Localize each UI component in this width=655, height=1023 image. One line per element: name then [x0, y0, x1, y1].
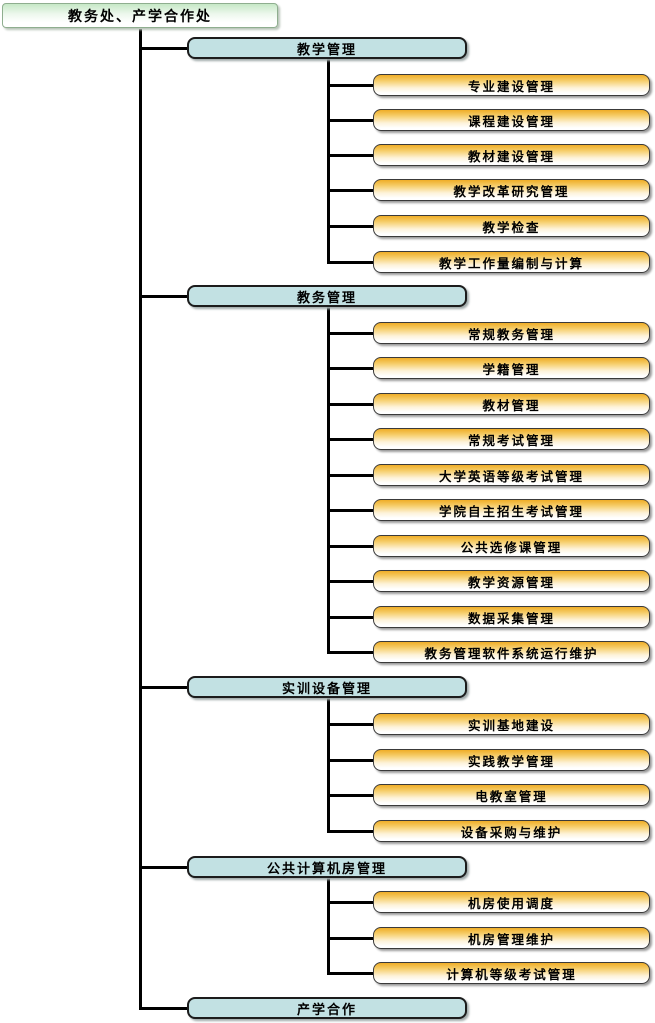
leaf-node: 学院自主招生考试管理 [373, 499, 650, 521]
leaf-node: 实训基地建设 [373, 713, 650, 735]
leaf-node: 公共选修课管理 [373, 535, 650, 557]
leaf-connector [327, 509, 373, 512]
leaf-node: 电教室管理 [373, 784, 650, 806]
branch-node-industry-cooperation: 产学合作 [187, 997, 467, 1019]
leaf-node: 教学检查 [373, 215, 650, 237]
leaf-trunk-line [327, 878, 330, 975]
branch-node-training-equipment: 实训设备管理 [187, 676, 467, 698]
leaf-connector [327, 759, 373, 762]
leaf-connector [327, 937, 373, 940]
leaf-node: 教材建设管理 [373, 144, 650, 166]
branch-node-academic-affairs: 教务管理 [187, 285, 467, 307]
leaf-connector [327, 545, 373, 548]
leaf-connector [327, 474, 373, 477]
leaf-node: 数据采集管理 [373, 606, 650, 628]
leaf-connector [327, 723, 373, 726]
leaf-connector [327, 367, 373, 370]
branch-node-computer-room: 公共计算机房管理 [187, 856, 467, 878]
leaf-node: 教材管理 [373, 393, 650, 415]
branch-connector [139, 866, 187, 869]
branch-connector [139, 1007, 187, 1010]
leaf-connector [327, 225, 373, 228]
leaf-connector [327, 119, 373, 122]
leaf-node: 教学改革研究管理 [373, 179, 650, 201]
leaf-trunk-line [327, 307, 330, 654]
leaf-connector [327, 438, 373, 441]
leaf-node: 常规考试管理 [373, 428, 650, 450]
leaf-node: 实践教学管理 [373, 749, 650, 771]
leaf-connector [327, 189, 373, 192]
leaf-node: 常规教务管理 [373, 322, 650, 344]
leaf-node: 课程建设管理 [373, 109, 650, 131]
leaf-connector [327, 794, 373, 797]
leaf-connector [327, 580, 373, 583]
leaf-connector [327, 84, 373, 87]
branch-node-teaching-management: 教学管理 [187, 37, 467, 59]
leaf-node: 大学英语等级考试管理 [373, 464, 650, 486]
leaf-node: 专业建设管理 [373, 74, 650, 96]
leaf-connector [327, 403, 373, 406]
leaf-node: 机房使用调度 [373, 891, 650, 913]
leaf-trunk-line [327, 59, 330, 264]
main-trunk-line [139, 29, 142, 1010]
branch-connector [139, 47, 187, 50]
leaf-connector [327, 651, 373, 654]
leaf-connector [327, 616, 373, 619]
leaf-node: 学籍管理 [373, 357, 650, 379]
branch-connector [139, 686, 187, 689]
leaf-connector [327, 972, 373, 975]
leaf-connector [327, 154, 373, 157]
leaf-connector [327, 332, 373, 335]
leaf-node: 设备采购与维护 [373, 820, 650, 842]
leaf-node: 计算机等级考试管理 [373, 962, 650, 984]
leaf-node: 机房管理维护 [373, 927, 650, 949]
root-node: 教务处、产学合作处 [2, 3, 278, 28]
leaf-node: 教务管理软件系统运行维护 [373, 641, 650, 663]
leaf-connector [327, 830, 373, 833]
leaf-trunk-line [327, 698, 330, 833]
branch-connector [139, 295, 187, 298]
leaf-node: 教学资源管理 [373, 570, 650, 592]
leaf-connector [327, 901, 373, 904]
leaf-connector [327, 261, 373, 264]
leaf-node: 教学工作量编制与计算 [373, 251, 650, 273]
